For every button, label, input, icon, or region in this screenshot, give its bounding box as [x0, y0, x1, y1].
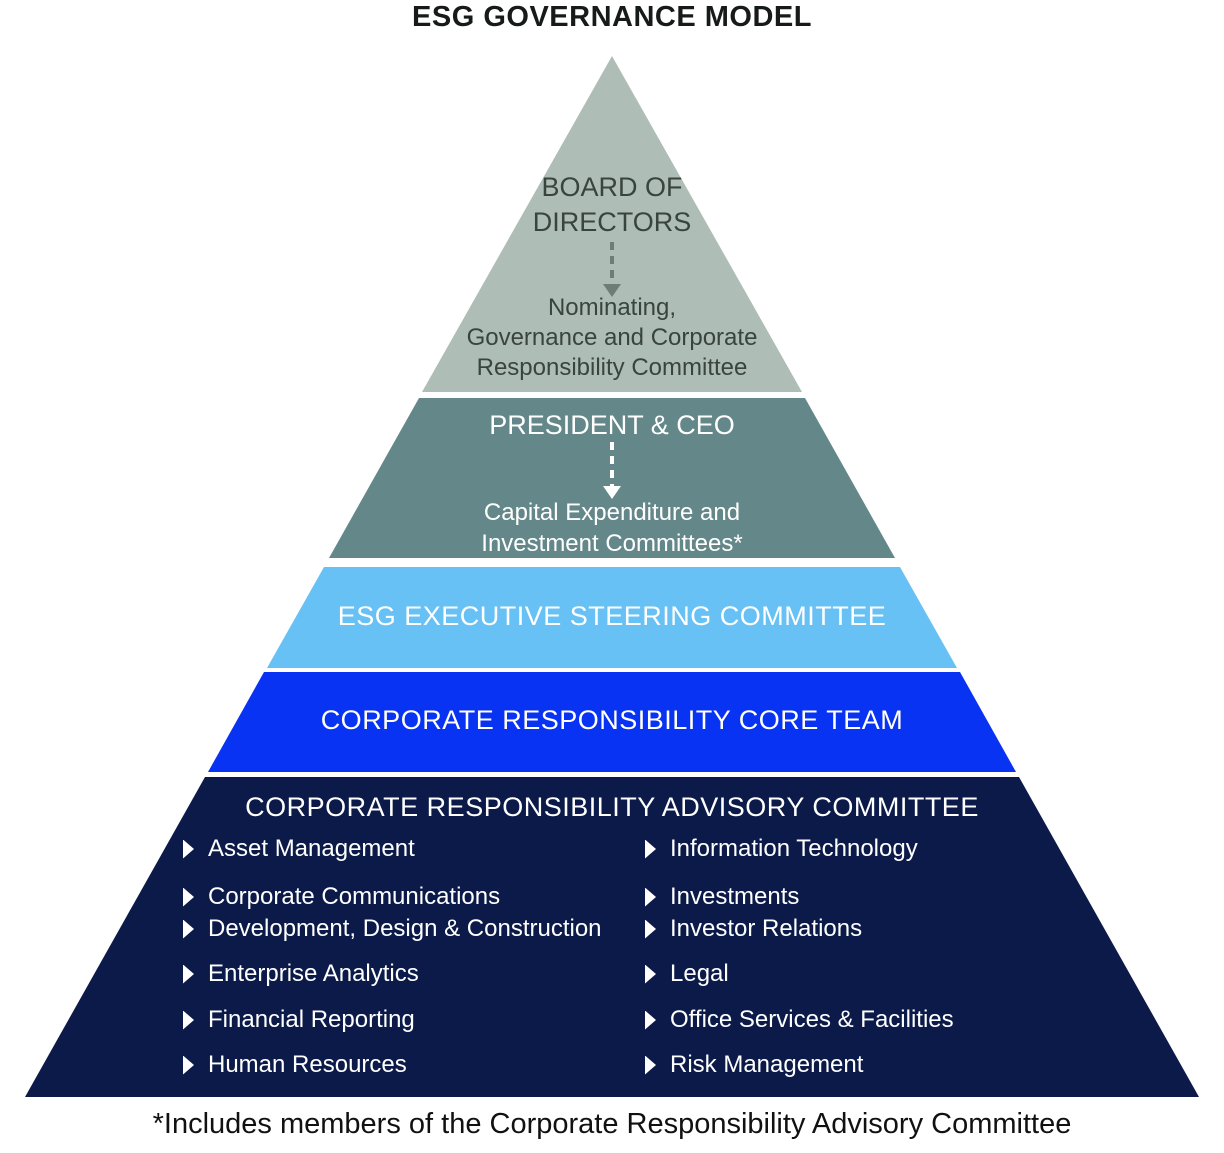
triangle-bullet-icon [183, 1055, 194, 1075]
triangle-bullet-icon [645, 919, 656, 939]
list-item: Office Services & Facilities [645, 1006, 954, 1034]
list-item: Asset Management [183, 835, 415, 863]
triangle-bullet-icon [183, 839, 194, 859]
list-item-label: Asset Management [208, 835, 415, 862]
triangle-bullet-icon [645, 887, 656, 907]
page-title: ESG GOVERNANCE MODEL [412, 1, 812, 33]
tier-corporate-responsibility-advisory-committee: CORPORATE RESPONSIBILITY ADVISORY COMMIT… [25, 777, 1199, 1097]
nominating-governance-committee-label: Nominating, Governance and Corporate Res… [466, 294, 758, 381]
triangle-bullet-icon [645, 839, 656, 859]
list-item-label: Enterprise Analytics [208, 960, 419, 987]
list-item: Human Resources [183, 1051, 407, 1079]
list-item-label: Investments [670, 883, 800, 910]
arrow-dash [610, 442, 614, 486]
list-item: Enterprise Analytics [183, 960, 419, 988]
list-item-label: Information Technology [670, 835, 918, 862]
tier-board-of-directors: BOARD OF DIRECTORS Nominating, Governanc… [422, 56, 802, 392]
president-ceo-label: PRESIDENT & CEO [489, 410, 735, 440]
footnote: *Includes members of the Corporate Respo… [152, 1108, 1072, 1140]
list-item: Information Technology [645, 835, 918, 863]
dashed-down-arrow-icon [603, 242, 621, 297]
list-item: Corporate Communications [183, 883, 500, 911]
list-item-label: Financial Reporting [208, 1006, 415, 1033]
tier-president-ceo: PRESIDENT & CEO Capital Expenditure and … [329, 398, 895, 558]
triangle-bullet-icon [183, 1010, 194, 1030]
tier-corporate-responsibility-core-team: CORPORATE RESPONSIBILITY CORE TEAM [208, 672, 1016, 772]
list-item: Investor Relations [645, 915, 862, 943]
triangle-bullet-icon [183, 964, 194, 984]
list-item: Legal [645, 960, 729, 988]
list-item-label: Office Services & Facilities [670, 1006, 954, 1033]
list-item-label: Human Resources [208, 1051, 407, 1078]
list-item-label: Investor Relations [670, 915, 863, 942]
list-item: Risk Management [645, 1051, 863, 1079]
esg-steering-committee-label: ESG EXECUTIVE STEERING COMMITTEE [337, 601, 887, 631]
board-of-directors-label: BOARD OF DIRECTORS [532, 172, 692, 237]
list-item-label: Legal [670, 960, 729, 987]
list-item: Financial Reporting [183, 1006, 415, 1034]
list-item-label: Corporate Communications [208, 883, 501, 910]
triangle-bullet-icon [183, 919, 194, 939]
core-team-label: CORPORATE RESPONSIBILITY CORE TEAM [320, 705, 904, 735]
list-item: Development, Design & Construction [183, 915, 602, 943]
triangle-bullet-icon [183, 887, 194, 907]
advisory-committee-label: CORPORATE RESPONSIBILITY ADVISORY COMMIT… [245, 792, 979, 822]
tier-esg-executive-steering-committee: ESG EXECUTIVE STEERING COMMITTEE [267, 567, 957, 668]
dashed-down-arrow-icon [603, 442, 621, 499]
list-item: Investments [645, 883, 799, 911]
arrow-dash [610, 242, 614, 284]
triangle-bullet-icon [645, 1010, 656, 1030]
triangle-bullet-icon [645, 964, 656, 984]
list-item-label: Risk Management [670, 1051, 864, 1078]
capital-expenditure-committees-label: Capital Expenditure and Investment Commi… [481, 499, 743, 557]
triangle-bullet-icon [645, 1055, 656, 1075]
list-item-label: Development, Design & Construction [208, 915, 602, 942]
